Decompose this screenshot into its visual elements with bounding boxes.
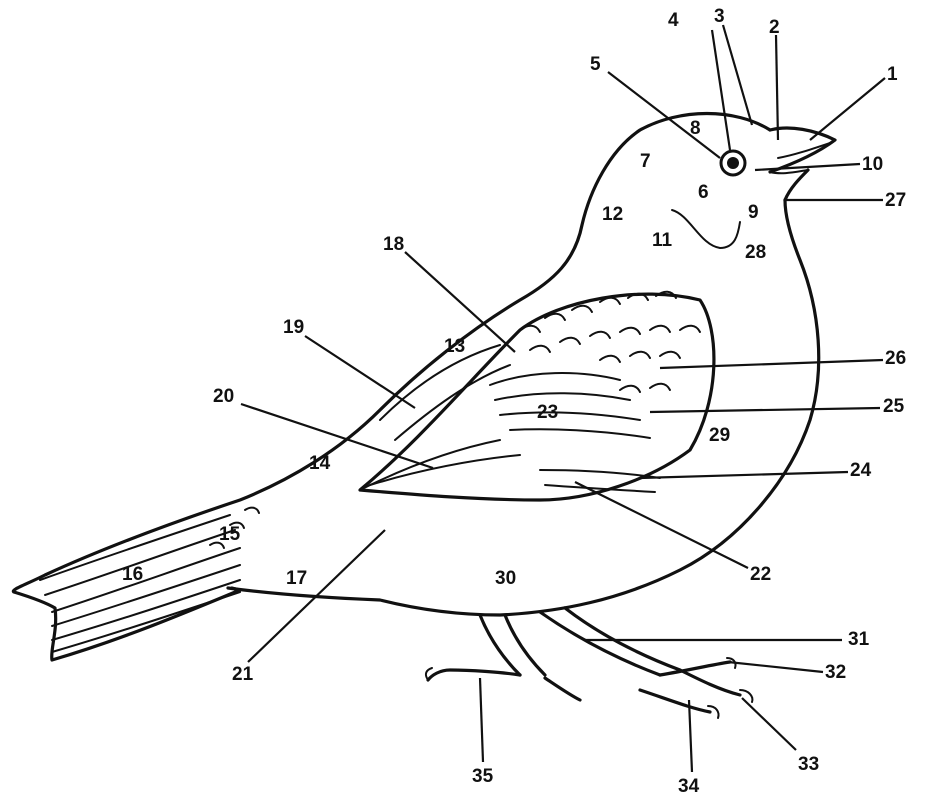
label-17: 17 <box>286 568 307 589</box>
label-3: 3 <box>714 6 725 27</box>
wing <box>360 292 714 500</box>
label-34: 34 <box>678 776 700 797</box>
label-18: 18 <box>383 234 404 255</box>
label-4: 4 <box>668 10 679 31</box>
label-22: 22 <box>750 564 771 585</box>
label-6a: 6 <box>698 182 709 203</box>
legs-feet <box>426 608 752 718</box>
label-29: 29 <box>709 425 730 446</box>
label-10: 10 <box>862 154 883 175</box>
label-27: 27 <box>885 190 906 211</box>
label-7: 7 <box>640 151 651 172</box>
label-1: 1 <box>887 64 898 85</box>
label-25: 25 <box>883 396 905 417</box>
label-32: 32 <box>825 662 846 683</box>
label-16: 16 <box>122 564 143 585</box>
label-33: 33 <box>798 754 819 775</box>
label-28: 28 <box>745 242 766 263</box>
label-5: 5 <box>590 54 601 75</box>
label-9: 9 <box>748 202 759 223</box>
leader-lines <box>241 25 885 772</box>
label-11: 11 <box>652 230 673 251</box>
label-19: 19 <box>283 317 304 338</box>
label-2: 2 <box>769 17 780 38</box>
part-labels: 1 2 3 4 5 8 7 6 9 10 27 12 11 28 18 19 1… <box>122 6 906 797</box>
label-35: 35 <box>472 766 494 787</box>
label-8: 8 <box>690 118 701 139</box>
label-30: 30 <box>495 568 516 589</box>
label-26: 26 <box>885 348 906 369</box>
label-31: 31 <box>848 629 870 650</box>
label-20: 20 <box>213 386 234 407</box>
label-13: 13 <box>444 336 465 357</box>
label-23: 23 <box>537 402 558 423</box>
label-24: 24 <box>850 460 872 481</box>
label-15: 15 <box>219 524 241 545</box>
label-14: 14 <box>309 453 331 474</box>
label-21: 21 <box>232 664 254 685</box>
label-12: 12 <box>602 204 623 225</box>
